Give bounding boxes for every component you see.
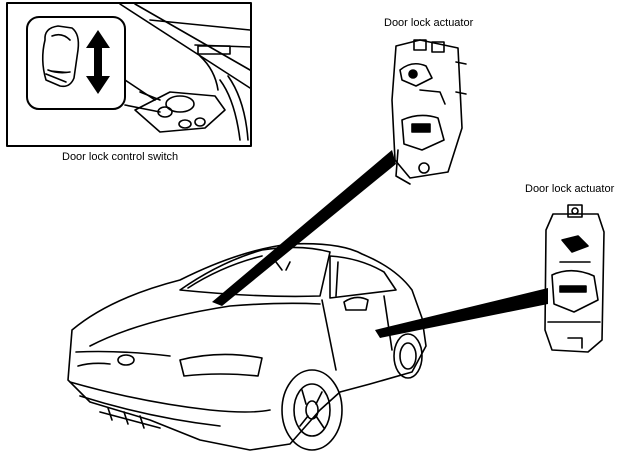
door-lock-actuator-upper bbox=[391, 39, 467, 185]
up-down-arrow-icon bbox=[86, 30, 110, 94]
pointer-wedges bbox=[212, 150, 548, 338]
door-lock-actuator-upper-label: Door lock actuator bbox=[384, 17, 474, 29]
car-icon bbox=[67, 242, 427, 451]
door-lock-switch-icon bbox=[41, 25, 80, 88]
door-lock-control-switch-label: Door lock control switch bbox=[62, 151, 179, 163]
door-lock-actuator-lower-label: Door lock actuator bbox=[525, 183, 615, 195]
door-lock-actuator-lower bbox=[544, 204, 605, 353]
door-lock-switch-inset bbox=[6, 2, 252, 147]
